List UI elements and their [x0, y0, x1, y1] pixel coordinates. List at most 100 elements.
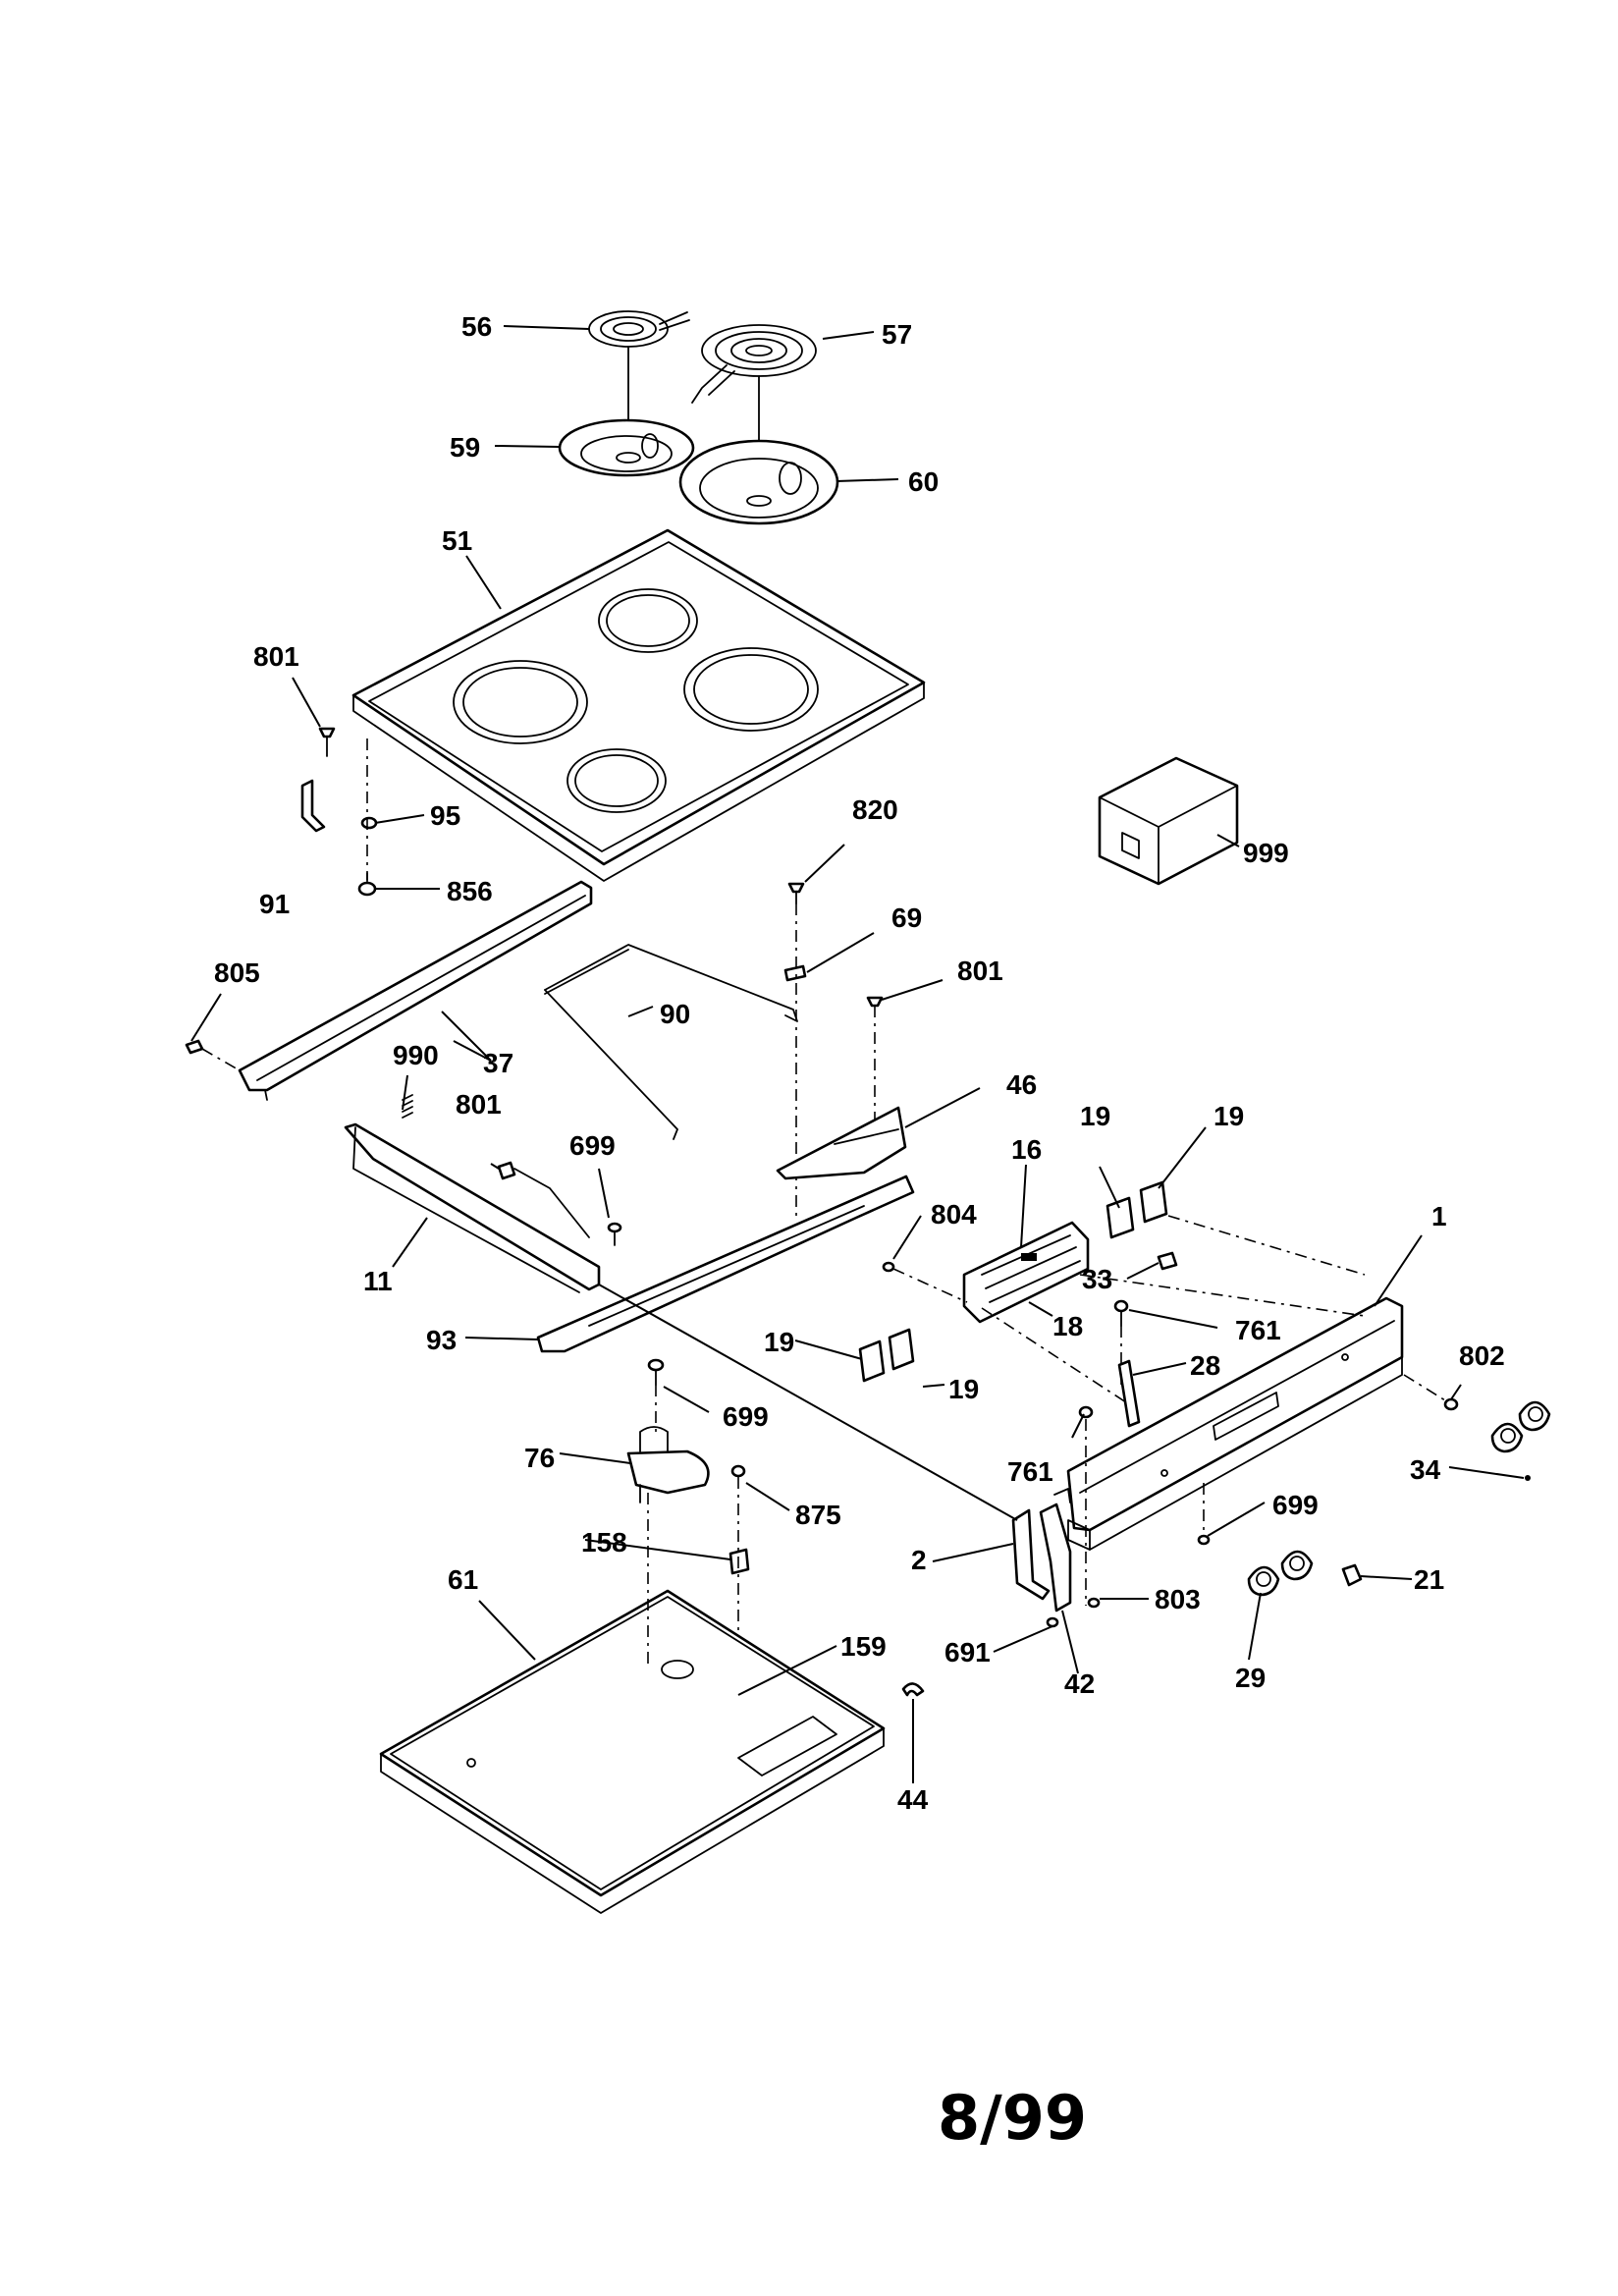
callout-804: 804: [931, 1199, 977, 1230]
screw-805: [185, 1039, 204, 1055]
wire-harness-90: [544, 944, 798, 1140]
surface-unit-small: [588, 310, 690, 348]
callout-699-mid: 699: [723, 1401, 769, 1432]
clock-switch-pair-left: [858, 1328, 915, 1383]
dash-line-control: [1167, 1215, 1366, 1276]
bottom-panel-61: [379, 1589, 886, 1914]
callout-699-right: 699: [1272, 1490, 1319, 1520]
callout-95: 95: [430, 800, 460, 831]
callout-19-c: 19: [764, 1327, 794, 1357]
nut-95: [360, 816, 378, 830]
callout-820: 820: [852, 794, 898, 825]
package-box-999: [1098, 756, 1239, 886]
bracket-28: [1117, 1359, 1141, 1428]
callout-42: 42: [1064, 1668, 1095, 1699]
callout-56: 56: [461, 311, 492, 342]
dash-line-804: [892, 1268, 968, 1303]
callout-29: 29: [1235, 1663, 1266, 1693]
screw-803: [1087, 1597, 1101, 1609]
blower-motor-76: [626, 1426, 710, 1503]
callout-761-upper: 761: [1235, 1315, 1281, 1345]
callout-990: 990: [393, 1040, 439, 1070]
callout-19-b: 19: [1214, 1101, 1244, 1131]
knob-pair-upper: [1490, 1400, 1551, 1453]
callout-801-mid: 801: [456, 1089, 502, 1120]
callout-699-top: 699: [569, 1130, 616, 1161]
callout-1: 1: [1431, 1201, 1447, 1231]
callout-44: 44: [897, 1784, 929, 1815]
page-code: 8/99: [938, 2082, 1087, 2154]
callout-93: 93: [426, 1325, 457, 1355]
callout-761-lower: 761: [1007, 1456, 1053, 1487]
callout-90: 90: [660, 999, 690, 1029]
callout-60: 60: [908, 466, 939, 497]
callout-57: 57: [882, 319, 912, 350]
callout-2: 2: [911, 1545, 927, 1575]
callout-76: 76: [524, 1443, 555, 1473]
screw-801-left: [318, 727, 336, 757]
clip-69: [783, 964, 807, 982]
screw-699-upper: [607, 1222, 622, 1246]
knob-21: [1341, 1563, 1363, 1587]
screw-801-right: [866, 996, 884, 1008]
dash-line-panel: [1079, 1274, 1366, 1317]
long-diagonal-line: [598, 1284, 1018, 1521]
callout-19-a: 19: [1080, 1101, 1110, 1131]
callout-59: 59: [450, 432, 480, 463]
screw-34: [1525, 1475, 1531, 1481]
callout-802: 802: [1459, 1340, 1505, 1371]
callout-28: 28: [1190, 1350, 1220, 1381]
callout-691: 691: [944, 1637, 991, 1667]
bracket-42: [1039, 1488, 1072, 1613]
callout-16: 16: [1011, 1134, 1042, 1165]
dash-line-802: [1403, 1374, 1446, 1401]
cooktop-main-top: [351, 528, 926, 882]
screw-699-lower: [647, 1358, 665, 1386]
screw-761-lower: [1078, 1405, 1094, 1419]
control-panel-1: [1066, 1296, 1404, 1551]
screw-761-upper: [1113, 1299, 1129, 1327]
callout-856: 856: [447, 876, 493, 906]
callout-19-d: 19: [948, 1374, 979, 1404]
drip-bowl-small: [558, 418, 695, 477]
screw-801-mid: [497, 1161, 590, 1238]
callout-875: 875: [795, 1500, 841, 1530]
callout-801-right: 801: [957, 956, 1003, 986]
callout-11: 11: [363, 1266, 393, 1296]
sensor-158: [728, 1548, 750, 1575]
callout-46: 46: [1006, 1069, 1037, 1100]
screw-691: [1046, 1616, 1059, 1628]
callout-91: 91: [259, 889, 290, 919]
callout-18: 18: [1052, 1311, 1083, 1341]
screw-875: [730, 1464, 746, 1478]
callout-51: 51: [442, 525, 472, 556]
callout-34: 34: [1410, 1454, 1441, 1485]
callout-labels: 56 57 59 60 51 801 95 856 91 805 37 990 …: [214, 311, 1505, 1815]
trim-strip-37: [238, 880, 593, 1101]
callout-21: 21: [1414, 1564, 1444, 1595]
callout-33: 33: [1082, 1264, 1112, 1294]
clip-44: [901, 1682, 925, 1697]
callout-69: 69: [891, 902, 922, 933]
screw-802: [1443, 1397, 1459, 1411]
callout-37: 37: [483, 1048, 513, 1078]
callout-803: 803: [1155, 1584, 1201, 1614]
callout-158: 158: [581, 1527, 627, 1558]
screw-804: [882, 1261, 895, 1273]
callout-801-top: 801: [253, 641, 299, 672]
screw-820: [787, 882, 805, 904]
bracket-91: [300, 779, 326, 833]
screw-699-right: [1197, 1534, 1211, 1546]
leader-lines: [190, 325, 1525, 1783]
bracket-2: [1011, 1508, 1051, 1601]
control-board-16: [962, 1221, 1090, 1324]
surface-unit-large: [691, 324, 817, 404]
clock-switch-pair-right: [1106, 1180, 1168, 1239]
dash-line-805: [201, 1048, 241, 1071]
callout-61: 61: [448, 1564, 478, 1595]
bracket-46: [776, 1106, 907, 1180]
knob-pair-lower: [1247, 1550, 1314, 1597]
callout-159: 159: [840, 1631, 887, 1662]
spring-990: [402, 1094, 413, 1119]
